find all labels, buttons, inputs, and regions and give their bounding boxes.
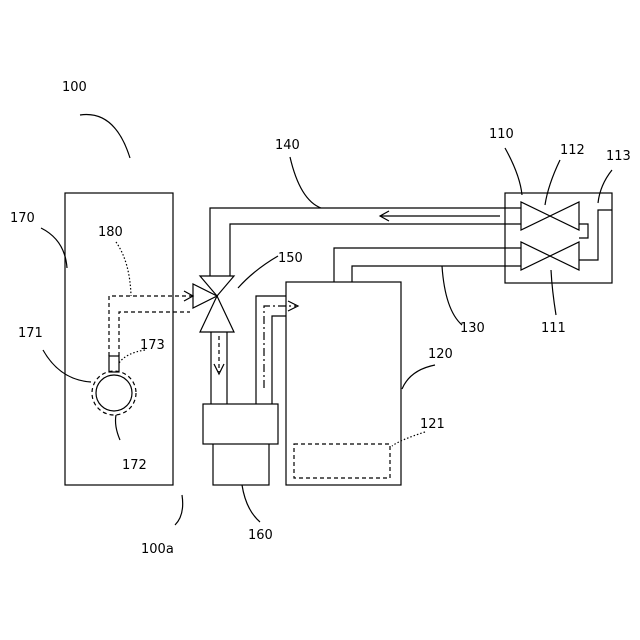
label-170: 170: [10, 211, 35, 226]
flow-arrow-140: [380, 211, 500, 221]
component-160-lower: [213, 443, 269, 485]
label-140: 140: [275, 138, 300, 153]
pipe-valve-to-160: [211, 332, 227, 404]
label-112: 112: [560, 143, 585, 158]
component-160-upper: [203, 404, 278, 444]
label-160: 160: [248, 528, 273, 543]
label-120: 120: [428, 347, 453, 362]
label-173: 173: [140, 338, 165, 353]
label-150: 150: [278, 251, 303, 266]
label-180: 180: [98, 225, 123, 240]
component-120-box: [286, 282, 401, 485]
label-111: 111: [541, 321, 566, 336]
label-100: 100: [62, 80, 87, 95]
valve-150: [193, 276, 234, 332]
label-171: 171: [18, 326, 43, 341]
pipe-130: [334, 248, 521, 282]
label-172: 172: [122, 458, 147, 473]
label-100a: 100a: [141, 542, 174, 557]
label-110: 110: [489, 127, 514, 142]
label-113: 113: [606, 149, 631, 164]
label-130: 130: [460, 321, 485, 336]
label-121: 121: [420, 417, 445, 432]
